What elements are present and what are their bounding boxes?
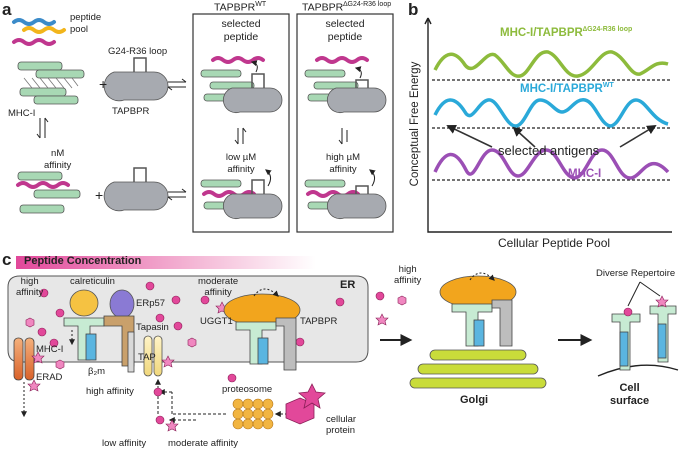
golgi-icon bbox=[409, 272, 547, 389]
series-wt-label: MHC-I/TAPBPRWT bbox=[520, 82, 614, 95]
golgi-label: Golgi bbox=[460, 394, 489, 406]
wt-title: TAPBPRWT bbox=[214, 1, 267, 14]
mhc-label: MHC-I bbox=[8, 108, 36, 119]
tapasin-label: Tapasin bbox=[136, 322, 169, 333]
mhc-loaded-icon bbox=[16, 171, 81, 214]
selected-peptide-wt: selected peptide bbox=[221, 18, 261, 43]
tapbpr-icon bbox=[103, 167, 169, 212]
low-um-affinity: low µM affinity bbox=[225, 152, 257, 175]
selected-antigens-label: selected antigens bbox=[498, 143, 600, 158]
tap-channel-icon bbox=[143, 335, 153, 377]
calreticulin-label: calreticulin bbox=[70, 276, 115, 287]
mhc-plc-icon bbox=[63, 315, 135, 373]
selected-peptide-delta: selected peptide bbox=[325, 18, 365, 43]
svg-text:+: + bbox=[95, 187, 103, 203]
erad-label: ERAD bbox=[36, 372, 63, 383]
er-label: ER bbox=[340, 279, 356, 291]
series-delta-label: MHC-I/TAPBPR∆G24-R36 loop bbox=[500, 26, 633, 39]
loop-label: G24-R36 loop bbox=[108, 46, 168, 57]
high-affinity-2: high affinity bbox=[394, 264, 422, 286]
peptide-blue-icon bbox=[12, 18, 56, 26]
cell-surface-icon bbox=[597, 281, 679, 377]
peptide-magenta-icon bbox=[12, 38, 56, 46]
mhc-tapbpr-delta-complex-icon bbox=[304, 169, 387, 219]
erad-channel-icon bbox=[24, 337, 35, 381]
moderate-affinity-label-2: moderate affinity bbox=[168, 438, 239, 449]
panel-c-graphics bbox=[7, 256, 679, 432]
peptide-yellow-icon bbox=[22, 26, 66, 34]
energy-curve-wt bbox=[433, 98, 669, 128]
calreticulin-icon bbox=[69, 289, 99, 317]
series-mhc-label: MHC-I bbox=[568, 168, 602, 180]
low-affinity-label: low affinity bbox=[102, 438, 147, 449]
cellular-protein-label: cellular protein bbox=[326, 414, 357, 436]
tapbpr-delta-box bbox=[296, 13, 394, 233]
tap-label: TAP bbox=[138, 352, 156, 363]
uggt1-label: UGGT1 bbox=[200, 316, 233, 327]
nm-affinity-label: nM affinity bbox=[44, 148, 72, 171]
mhc-tapbpr-delta-complex-icon bbox=[304, 66, 387, 113]
cellular-protein-icon bbox=[285, 383, 326, 425]
mhc-tapbpr-complex-icon bbox=[200, 169, 283, 219]
tapbpr-label-c: TAPBPR bbox=[300, 316, 338, 327]
panel-a-graphics: + + bbox=[12, 13, 394, 233]
banner-label: Peptide Concentration bbox=[24, 255, 142, 267]
energy-axes bbox=[427, 18, 672, 233]
panel-label-c: c bbox=[2, 250, 12, 269]
high-affinity-3: high affinity bbox=[86, 386, 134, 397]
tapbpr-icon bbox=[103, 57, 169, 102]
panel-label-b: b bbox=[408, 0, 419, 19]
tapbpr-wt-box bbox=[192, 13, 290, 233]
delta-title: TAPBPR∆G24-R36 loop bbox=[302, 1, 392, 14]
erad-channel-icon bbox=[13, 337, 24, 381]
energy-curve-delta bbox=[433, 50, 669, 78]
panel-label-a: a bbox=[2, 0, 12, 19]
mhc-tapbpr-complex-icon bbox=[200, 60, 283, 113]
erp57-icon bbox=[109, 289, 135, 319]
erp57-label: ERp57 bbox=[136, 298, 166, 309]
proteosome-icon bbox=[232, 398, 274, 430]
uggt1-tapbpr-icon bbox=[223, 288, 301, 371]
b2m-label: β₂m bbox=[88, 366, 106, 377]
tap-channel-icon bbox=[153, 335, 163, 377]
cell-surface-label: Cell surface bbox=[610, 382, 650, 407]
mhc-label-c: MHC-I bbox=[36, 344, 64, 355]
y-axis-label: Conceptual Free Energy bbox=[409, 61, 421, 187]
moderate-affinity-label: moderate affinity bbox=[198, 276, 239, 298]
proteosome-label: proteosome bbox=[222, 384, 273, 395]
x-axis-label: Cellular Peptide Pool bbox=[498, 236, 611, 250]
svg-text:+: + bbox=[99, 76, 107, 92]
peptide-pool-label: peptide pool bbox=[70, 12, 102, 35]
energy-curve-mhc bbox=[433, 148, 670, 180]
high-affinity-1: high affinity bbox=[16, 276, 44, 298]
panel-b-graphics bbox=[424, 17, 672, 233]
diverse-repertoire-label: Diverse Repertoire bbox=[596, 268, 676, 279]
tapbpr-label: TAPBPR bbox=[112, 106, 150, 117]
high-um-affinity: high µM affinity bbox=[326, 152, 360, 175]
concentration-banner bbox=[16, 256, 316, 269]
mhc-empty-icon bbox=[17, 61, 85, 105]
